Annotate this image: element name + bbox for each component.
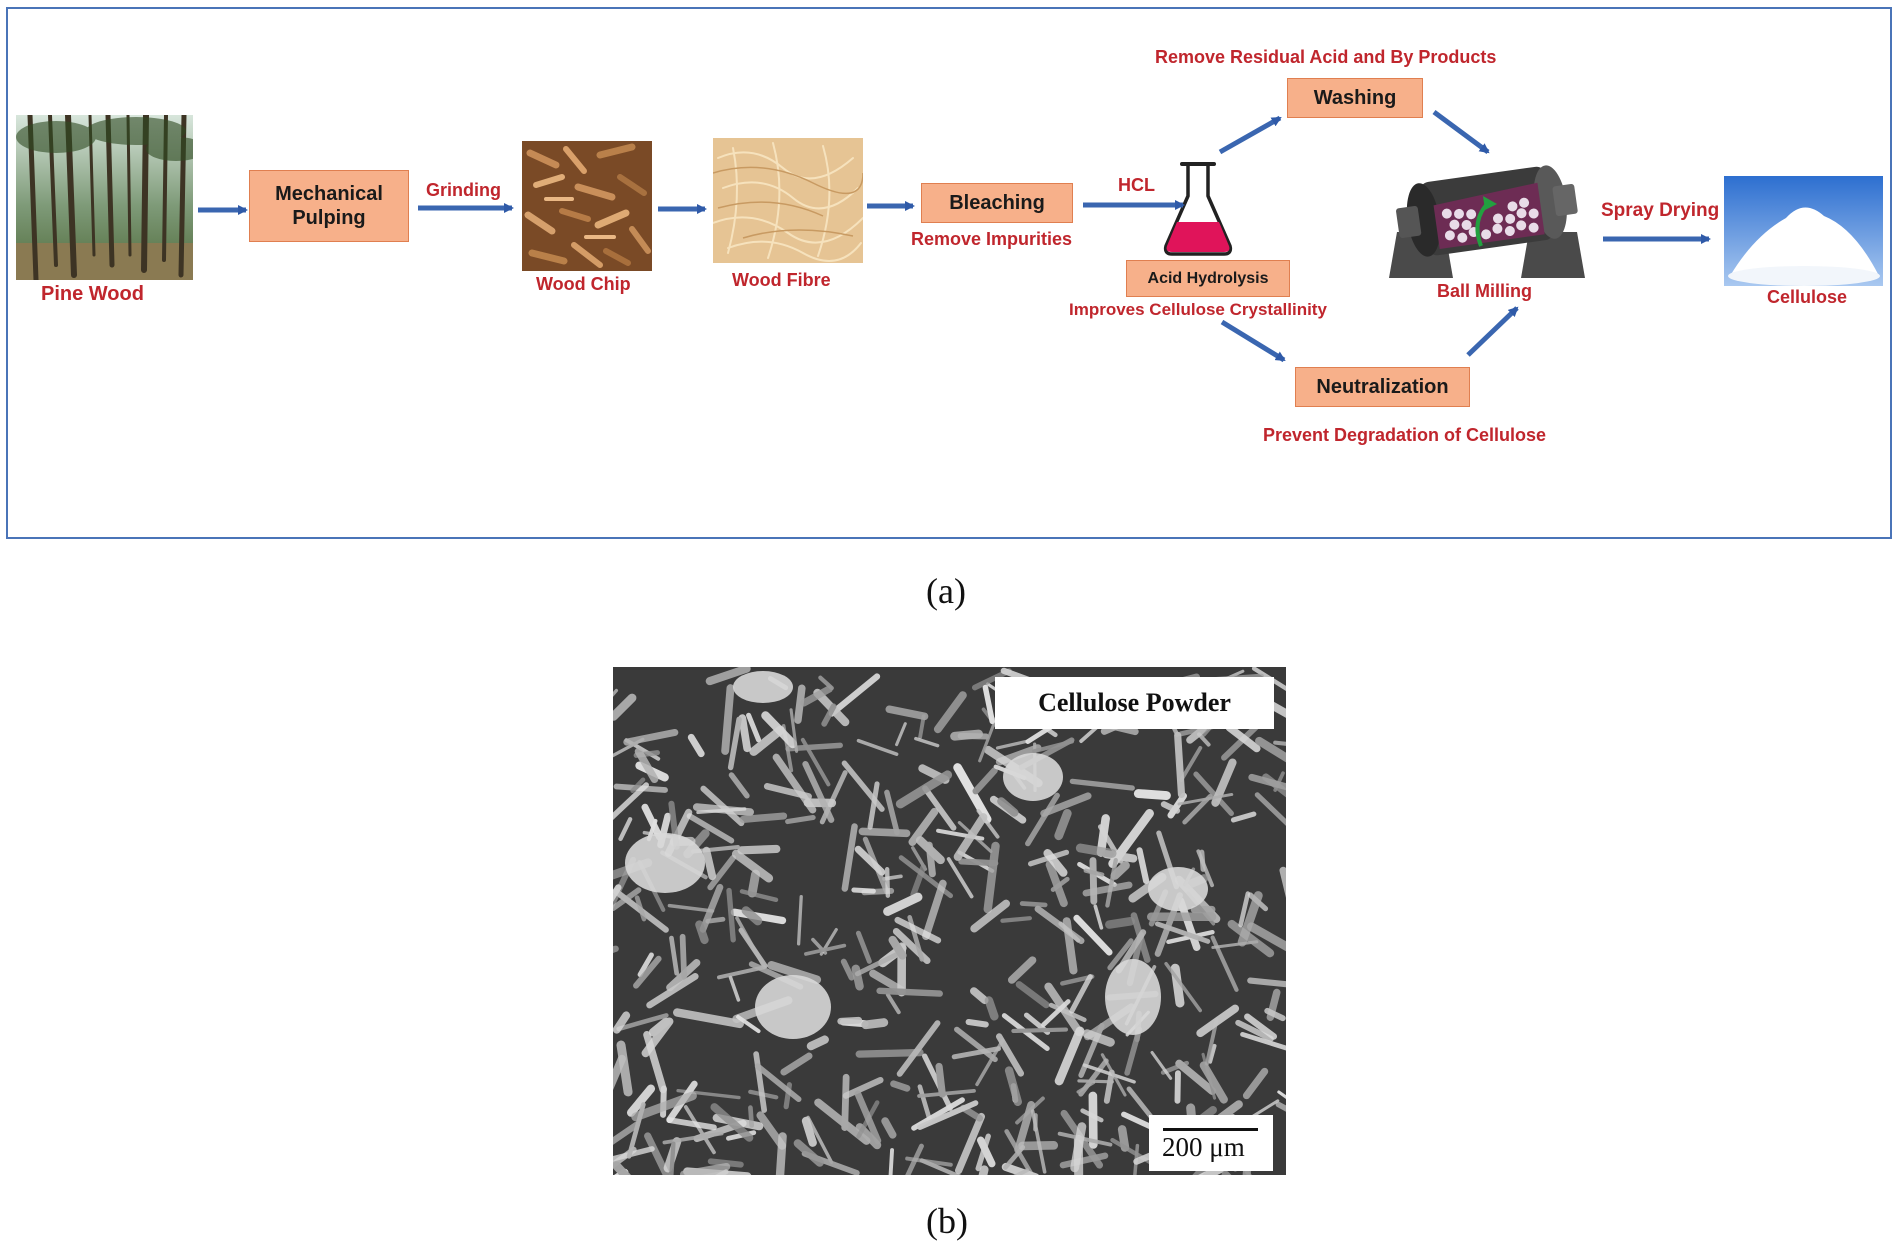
arrow-flask-to-washing — [1218, 115, 1282, 155]
washing-box: Washing — [1287, 78, 1423, 118]
ball-mill-illustration — [1385, 150, 1589, 282]
wood-chip-label: Wood Chip — [536, 274, 631, 294]
arrow-neutralization-to-mill — [1466, 306, 1519, 357]
bleaching-box: Bleaching — [921, 183, 1073, 223]
scale-bar-label: 200 μm — [1162, 1132, 1245, 1162]
wood-chip-photo — [522, 141, 652, 271]
hcl-label: HCL — [1118, 175, 1155, 195]
remove-impurities-label: Remove Impurities — [911, 229, 1073, 249]
spray-drying-label: Spray Drying — [1601, 200, 1720, 221]
arrow-flask-to-neutralization — [1220, 319, 1286, 363]
wood-fibre-photo — [713, 138, 863, 263]
acid-hydrolysis-box: Acid Hydrolysis — [1126, 260, 1290, 297]
prevent-degradation-label: Prevent Degradation of Cellulose — [1263, 425, 1547, 445]
ball-milling-label: Ball Milling — [1437, 281, 1533, 301]
sem-micrograph — [613, 667, 1286, 1175]
wood-fibre-label: Wood Fibre — [732, 270, 831, 290]
scale-bar-box: 200 μm — [1149, 1115, 1273, 1171]
flask-icon — [1162, 158, 1234, 258]
pine-wood-photo — [16, 115, 193, 280]
scale-bar-line — [1163, 1128, 1258, 1131]
grinding-label: Grinding — [426, 180, 501, 200]
micrograph-title: Cellulose Powder — [1038, 688, 1231, 717]
mechanical-pulping-box: Mechanical Pulping — [249, 170, 409, 242]
improves-crystallinity-label: Improves Cellulose Crystallinity — [1069, 300, 1327, 319]
neutralization-box: Neutralization — [1295, 367, 1470, 407]
cellulose-label: Cellulose — [1767, 287, 1848, 307]
pine-wood-label: Pine Wood — [41, 283, 144, 305]
micrograph-title-box: Cellulose Powder — [995, 677, 1274, 729]
remove-residual-label: Remove Residual Acid and By Products — [1155, 47, 1497, 67]
process-flow-panel — [6, 7, 1892, 539]
cellulose-powder-photo — [1724, 176, 1883, 286]
caption-b: (b) — [926, 1201, 968, 1241]
caption-a: (a) — [926, 571, 966, 611]
arrow-washing-to-mill — [1432, 109, 1490, 155]
